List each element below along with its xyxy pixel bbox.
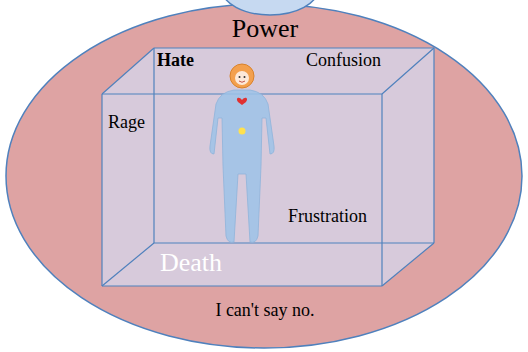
box-edge	[381, 94, 382, 286]
power-ellipse-shape	[6, 4, 522, 348]
emotion-label: Frustration	[288, 206, 367, 227]
region-title: Power	[232, 14, 298, 44]
box-edge	[154, 47, 434, 48]
box-fill	[102, 48, 434, 286]
region-note: I can't say no.	[215, 300, 314, 321]
cube-outline	[98, 46, 434, 290]
box-edge	[433, 48, 434, 243]
emotion-label: Confusion	[306, 50, 381, 71]
figure-dot	[239, 128, 246, 135]
emotion-label: Rage	[108, 112, 145, 133]
box-edge	[154, 242, 434, 243]
figure-eye	[239, 76, 241, 78]
figure-head	[230, 64, 254, 88]
emotion-label: Death	[160, 248, 222, 278]
figure-body	[210, 90, 274, 242]
emotion-box: Hate ConfusionRageFrustrationDeath	[98, 46, 434, 290]
box-edge	[153, 48, 154, 243]
box-edge	[102, 243, 154, 286]
box-edge	[102, 48, 154, 94]
box-edge	[382, 48, 434, 94]
figure-heart	[237, 98, 247, 105]
power-ellipse: Power I can't say no. Hate ConfusionRageFru…	[4, 2, 524, 350]
top-ellipse-shape	[222, 0, 318, 15]
figure-eye	[244, 76, 246, 78]
figure-mouth	[239, 81, 245, 82]
human-figure	[210, 64, 274, 242]
emotion-label: Hate	[157, 50, 194, 71]
figure-face	[235, 71, 249, 85]
box-edge	[382, 243, 434, 286]
box-edge	[102, 285, 382, 286]
box-edge	[101, 94, 102, 286]
